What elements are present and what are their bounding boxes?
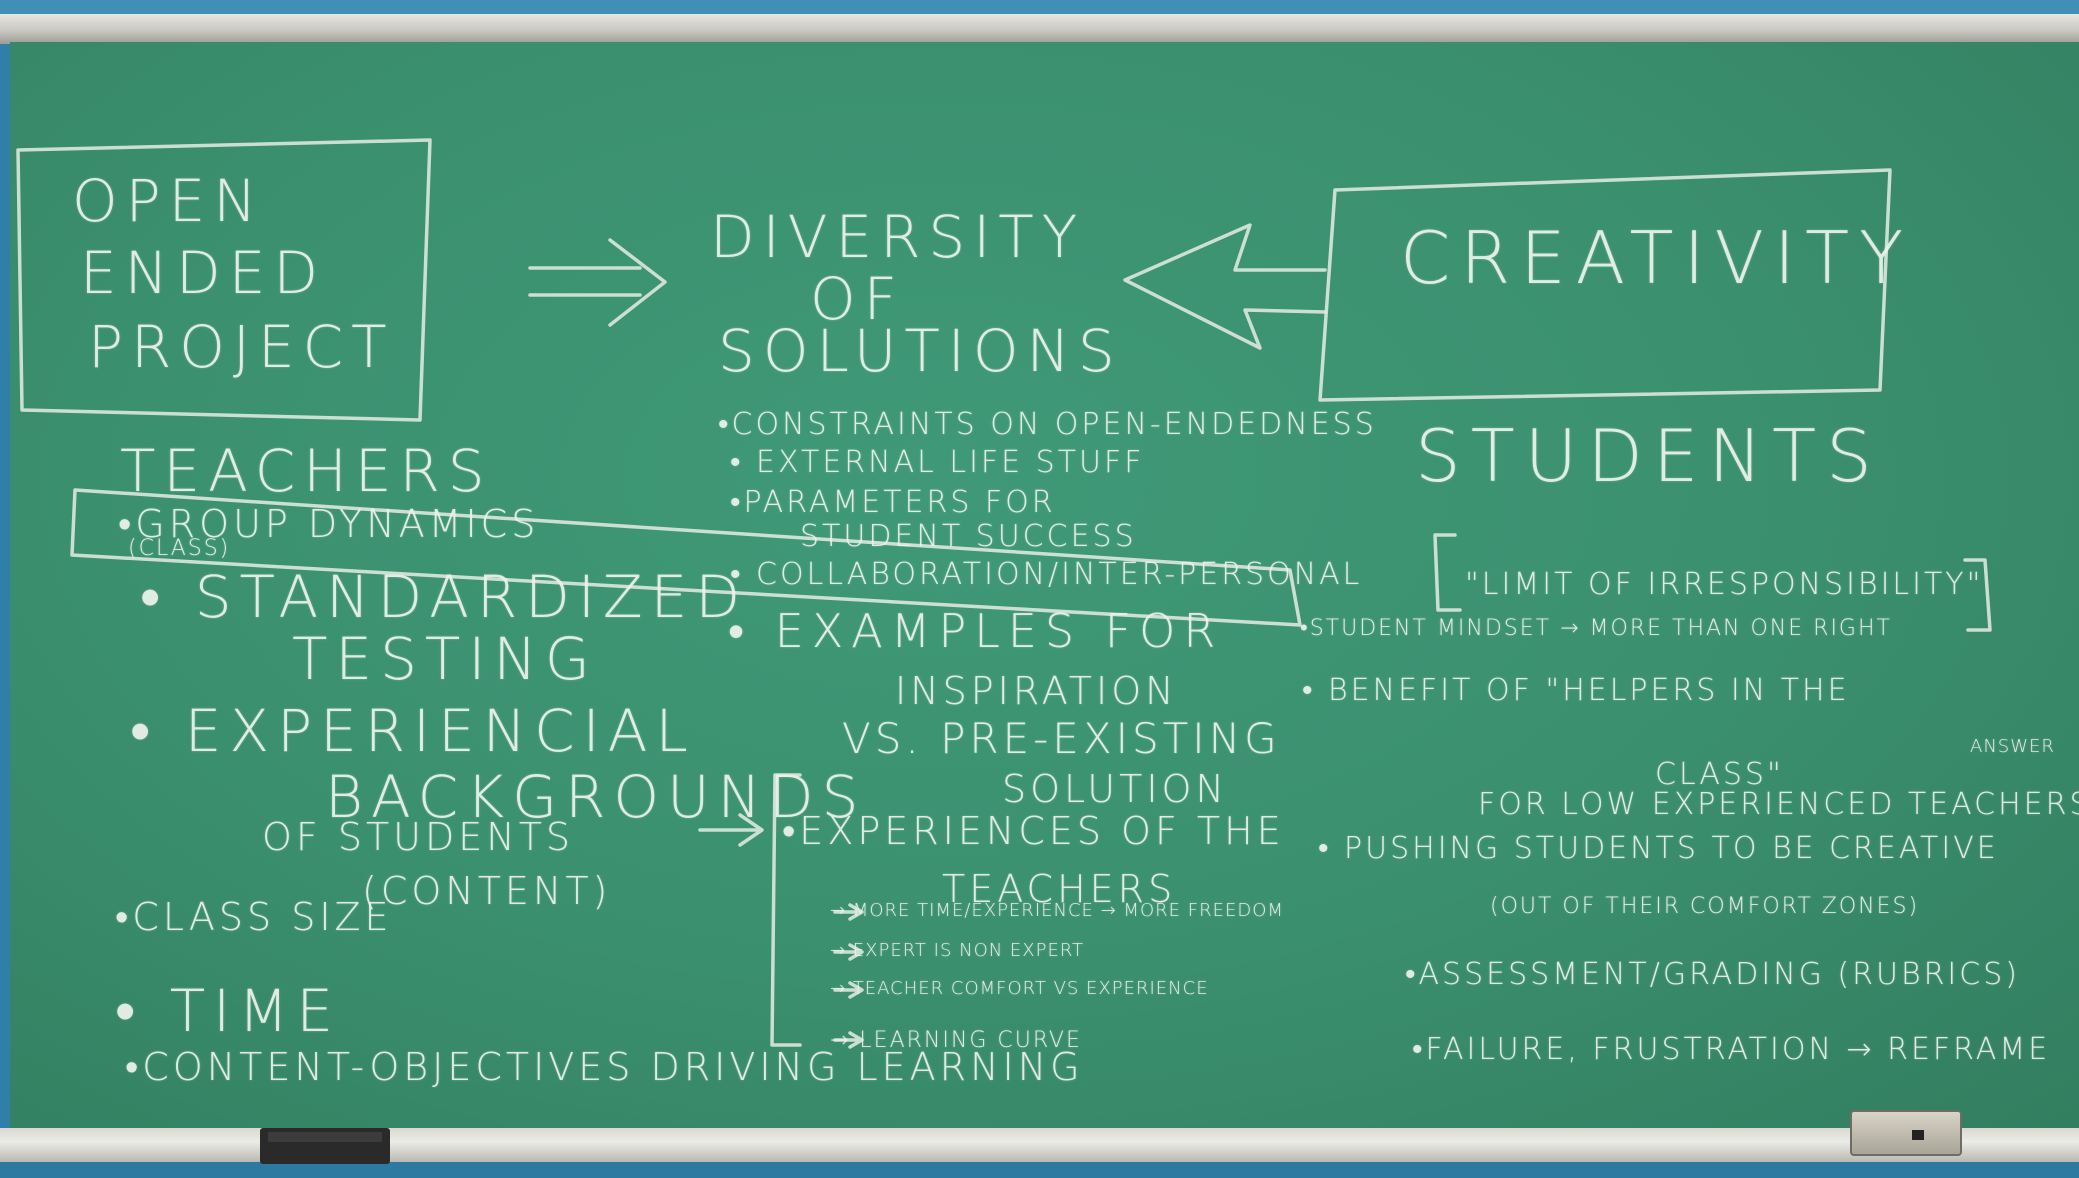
students-item: • BENEFIT OF "HELPERS IN THE bbox=[1302, 673, 1850, 708]
students-item: (OUT OF THEIR COMFORT ZONES) bbox=[1490, 894, 1920, 919]
chalkboard bbox=[10, 42, 2079, 1130]
teachers-item: TESTING bbox=[292, 625, 598, 693]
middle-item: •CONSTRAINTS ON OPEN-ENDEDNESS bbox=[718, 407, 1377, 442]
experiences-arrow-2-icon bbox=[833, 943, 864, 961]
students-item: •STUDENT MINDSET → MORE THAN ONE RIGHT bbox=[1300, 616, 1892, 641]
wall-bottom bbox=[0, 1162, 2079, 1178]
experiences-item: → TEACHER COMFORT VS EXPERIENCE bbox=[830, 978, 1209, 999]
experiences-arrow-3-icon bbox=[833, 981, 864, 999]
collaboration-box bbox=[70, 488, 1302, 627]
students-item: ANSWER bbox=[1970, 736, 2055, 757]
middle-item: • EXAMPLES FOR bbox=[728, 604, 1224, 658]
teachers-item: OF STUDENTS bbox=[262, 815, 575, 859]
experiences-arrow-4-icon bbox=[833, 1031, 864, 1049]
students-item: CLASS" bbox=[1655, 757, 1784, 792]
teachers-item: • STANDARDIZED bbox=[140, 563, 748, 631]
middle-item: • COLLABORATION/INTER-PERSONAL bbox=[730, 557, 1363, 592]
experiences-item: TEACHERS bbox=[942, 867, 1177, 911]
middle-item: •PARAMETERS FOR bbox=[730, 485, 1056, 520]
right-arrow-icon bbox=[528, 238, 667, 327]
teachers-item: • TIME bbox=[115, 977, 341, 1045]
wall-top bbox=[0, 0, 2079, 14]
students-item: FOR LOW EXPERIENCED TEACHERS bbox=[1478, 787, 2079, 822]
creativity-heading: CREATIVITY bbox=[1400, 216, 1914, 300]
teachers-item: (CONTENT) bbox=[362, 869, 612, 913]
teachers-item: •CONTENT-OBJECTIVES DRIVING LEARNING bbox=[125, 1045, 1084, 1089]
experiences-bracket bbox=[770, 773, 802, 1047]
middle-item: STUDENT SUCCESS bbox=[800, 519, 1137, 554]
limit-bracket-right bbox=[1963, 558, 1992, 632]
diversity-line-3: SOLUTIONS bbox=[718, 317, 1123, 385]
teachers-item: BACKGROUNDS bbox=[325, 763, 867, 831]
left-arrow-icon bbox=[1123, 223, 1327, 350]
teachers-item: •CLASS SIZE bbox=[115, 895, 393, 939]
open-ended-line-3: PROJECT bbox=[88, 313, 395, 381]
diversity-line-1: DIVERSITY bbox=[710, 203, 1086, 271]
experiences-item: → MORE TIME/EXPERIENCE → MORE FREEDOM bbox=[830, 900, 1284, 921]
middle-item: VS. PRE-EXISTING bbox=[842, 714, 1281, 763]
diversity-line-2: OF bbox=[810, 265, 906, 333]
eraser bbox=[260, 1128, 390, 1164]
middle-item: SOLUTION bbox=[1002, 767, 1228, 811]
teachers-item: (CLASS) bbox=[128, 536, 231, 561]
teachers-heading: TEACHERS bbox=[120, 437, 493, 505]
students-heading: STUDENTS bbox=[1415, 414, 1882, 498]
students-item: "LIMIT OF IRRESPONSIBILITY" bbox=[1465, 567, 1984, 602]
experiences-item: → LEARNING CURVE bbox=[830, 1028, 1082, 1053]
experiences-arrow-icon bbox=[698, 813, 764, 847]
open-ended-project-box bbox=[16, 138, 432, 422]
teachers-item: • EXPERIENCIAL bbox=[130, 697, 696, 765]
limit-bracket-left bbox=[1433, 533, 1462, 612]
students-item: •FAILURE, FRUSTRATION → REFRAME bbox=[1412, 1032, 2051, 1067]
experiences-item: → EXPERT IS NON EXPERT bbox=[830, 940, 1085, 961]
experiences-item: •EXPERIENCES OF THE bbox=[782, 809, 1285, 853]
teachers-item: •GROUP DYNAMICS bbox=[118, 502, 540, 546]
board-frame-top bbox=[0, 14, 2079, 44]
open-ended-line-2: ENDED bbox=[80, 239, 327, 307]
experiences-arrow-1-icon bbox=[833, 903, 864, 921]
marker-box bbox=[1850, 1110, 1962, 1156]
middle-item: INSPIRATION bbox=[895, 669, 1178, 713]
open-ended-line-1: OPEN bbox=[72, 167, 265, 235]
creativity-box bbox=[1318, 168, 1892, 402]
students-item: • PUSHING STUDENTS TO BE CREATIVE bbox=[1318, 831, 1999, 866]
middle-item: • EXTERNAL LIFE STUFF bbox=[730, 445, 1145, 480]
students-item: •ASSESSMENT/GRADING (RUBRICS) bbox=[1405, 957, 2020, 992]
